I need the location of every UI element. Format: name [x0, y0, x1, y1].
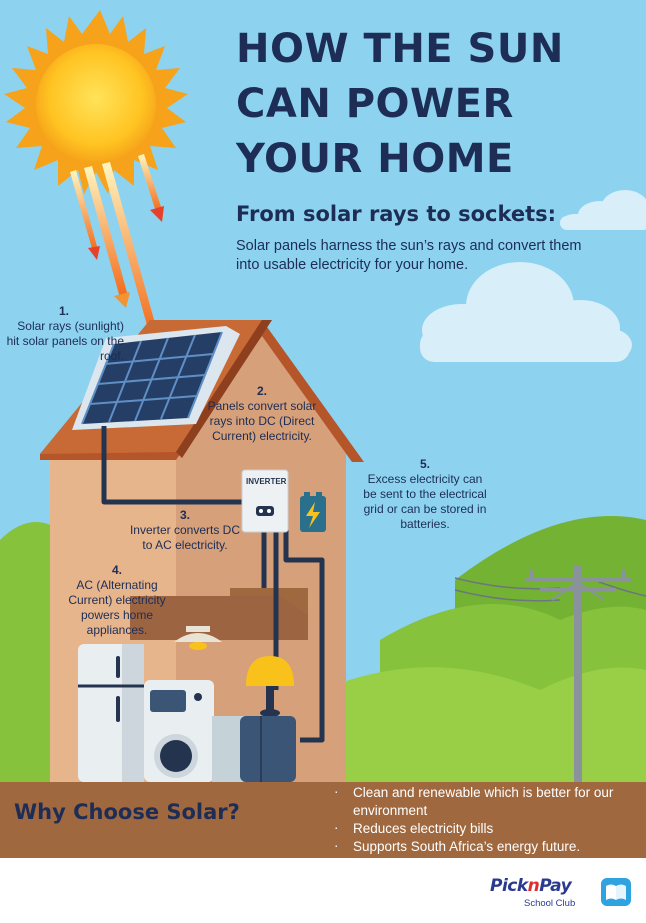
- brand-name: PicknPay: [490, 876, 572, 896]
- why-solar-title: Why Choose Solar?: [14, 800, 240, 824]
- inverter-label: INVERTER: [246, 477, 287, 486]
- step-2: 2. Panels convert solar rays into DC (Di…: [206, 384, 318, 444]
- cloud-icon: [420, 262, 632, 362]
- inverter-icon: [241, 469, 289, 533]
- page-subtitle: From solar rays to sockets:: [236, 202, 557, 226]
- washing-machine-icon: [144, 680, 214, 782]
- power-pole: [454, 565, 646, 782]
- step-number: 5.: [419, 457, 430, 471]
- intro-text: Solar panels harness the sun’s rays and …: [236, 238, 582, 273]
- step-number: 4.: [111, 563, 122, 577]
- cloud-icon: [560, 190, 646, 230]
- step-number: 3.: [179, 508, 190, 522]
- ceiling-lamp-icon: [174, 626, 222, 650]
- sun-icon: [4, 10, 188, 194]
- sun-rays: [70, 154, 164, 348]
- list-item: Supports South Africa’s energy future.: [334, 837, 634, 856]
- step-1: 1. Solar rays (sunlight) hit solar panel…: [4, 304, 124, 364]
- step-3: 3. Inverter converts DC to AC electricit…: [124, 508, 246, 553]
- table-lamp-icon: [246, 656, 294, 717]
- book-icon: [601, 878, 631, 906]
- list-item: Clean and renewable which is better for …: [334, 783, 634, 820]
- step-number: 1.: [58, 304, 69, 318]
- step-text: Inverter converts DC to AC electricity.: [129, 523, 241, 552]
- solar-panel: [72, 326, 240, 430]
- step-text: AC (Alternating Current) electricity pow…: [68, 578, 166, 637]
- brand-logo: PicknPay School Club: [490, 876, 636, 912]
- list-item: Reduces electricity bills: [334, 819, 634, 838]
- step-text: Excess electricity can be sent to the el…: [363, 472, 487, 531]
- step-text: Solar rays (sunlight) hit solar panels o…: [6, 319, 124, 363]
- step-text: Panels convert solar rays into DC (Direc…: [207, 399, 317, 443]
- hill-front: [300, 667, 646, 782]
- page-title: HOW THE SUN CAN POWER YOUR HOME: [236, 26, 564, 182]
- brand-subtitle: School Club: [524, 898, 576, 909]
- battery-icon: [300, 492, 326, 532]
- step-number: 2.: [256, 384, 267, 398]
- why-solar-list: Clean and renewable which is better for …: [334, 783, 634, 856]
- hill-left: [0, 522, 60, 782]
- fridge-icon: [78, 644, 144, 782]
- cabinet: [212, 716, 296, 782]
- step-5: 5. Excess electricity can be sent to the…: [362, 457, 488, 532]
- step-4: 4. AC (Alternating Current) electricity …: [56, 563, 178, 638]
